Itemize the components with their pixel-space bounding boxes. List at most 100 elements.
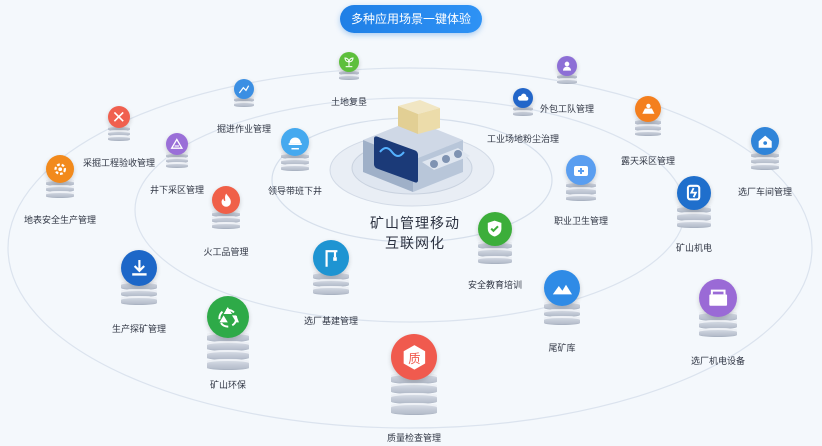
module-label: 领导带班下井: [267, 187, 323, 197]
mountain-icon: [552, 284, 572, 294]
module-label: 生产探矿管理: [111, 325, 167, 335]
stack-layer: [212, 222, 240, 230]
tools-cross-icon: [114, 112, 124, 122]
module-m17[interactable]: 尾矿库: [541, 270, 583, 354]
stack-layer: [513, 110, 533, 116]
module-m18[interactable]: 矿山环保: [204, 296, 252, 391]
module-disc[interactable]: [557, 56, 577, 76]
crane-icon: [325, 249, 337, 267]
svg-text:质: 质: [408, 351, 420, 365]
module-label: 矿山环保: [209, 381, 247, 391]
module-m20[interactable]: 质质量检查管理: [387, 334, 441, 444]
module-m19[interactable]: 选厂机电设备: [691, 279, 745, 367]
module-disc[interactable]: [313, 240, 349, 276]
module-disc[interactable]: [166, 133, 188, 155]
workshop-house-icon: [758, 135, 772, 148]
stack-layer: [699, 328, 737, 338]
module-disc[interactable]: [281, 128, 309, 156]
module-disc[interactable]: [339, 52, 359, 72]
worker-icon: [563, 61, 571, 71]
module-stack: [513, 105, 533, 116]
module-disc[interactable]: [677, 176, 711, 210]
module-label: 地表安全生产管理: [23, 216, 97, 226]
module-label: 质量检查管理: [386, 434, 442, 444]
module-label: 工业场地粉尘治理: [486, 135, 560, 145]
module-m1[interactable]: 土地复垦: [331, 52, 367, 108]
module-label: 选厂基建管理: [303, 317, 359, 327]
download-mine-icon: [131, 259, 147, 276]
module-m14[interactable]: 安全教育培训: [468, 212, 522, 291]
stack-layer: [478, 255, 512, 265]
stack-layer: [391, 403, 437, 415]
center-title: 矿山管理移动 互联网化: [360, 214, 470, 254]
module-stack: [339, 69, 359, 80]
module-label: 采掘工程验收管理: [82, 159, 156, 169]
module-disc[interactable]: [566, 155, 596, 185]
module-label: 掘进作业管理: [216, 125, 272, 135]
module-m9[interactable]: 选厂车间管理: [738, 127, 792, 198]
underground-icon: [170, 138, 184, 150]
stack-layer: [677, 219, 711, 229]
module-disc[interactable]: [46, 155, 74, 183]
stack-layer: [234, 101, 254, 107]
module-disc[interactable]: 质: [391, 334, 437, 380]
module-stack: [234, 96, 254, 107]
one-click-experience-button[interactable]: 多种应用场景一键体验: [340, 5, 482, 33]
module-m7[interactable]: 井下采区管理: [150, 133, 204, 196]
module-label: 选厂机电设备: [690, 357, 746, 367]
leaf-plant-icon: [344, 57, 354, 68]
module-m3[interactable]: 掘进作业管理: [217, 79, 271, 135]
stack-layer: [557, 78, 577, 84]
stack-layer: [339, 74, 359, 80]
leader-helmet-icon: [288, 137, 302, 150]
outer-orbit: [7, 67, 813, 429]
module-disc[interactable]: [121, 250, 157, 286]
module-m5[interactable]: 采掘工程验收管理: [83, 106, 155, 169]
module-m15[interactable]: 选厂基建管理: [304, 240, 358, 327]
stack-layer: [46, 191, 74, 199]
module-label: 外包工队管理: [539, 105, 595, 115]
module-disc[interactable]: [513, 88, 533, 108]
module-disc[interactable]: [234, 79, 254, 99]
module-label: 矿山机电: [675, 244, 713, 254]
module-m8[interactable]: 领导带班下井: [268, 128, 322, 197]
excavation-icon: [238, 85, 250, 94]
module-disc[interactable]: [699, 279, 737, 317]
stack-layer: [313, 286, 349, 296]
gear-safety-icon: [54, 163, 66, 175]
module-m11[interactable]: 职业卫生管理: [554, 155, 608, 227]
center-title-line1: 矿山管理移动: [370, 216, 460, 232]
module-label: 井下采区管理: [149, 186, 205, 196]
module-m10[interactable]: 地表安全生产管理: [24, 155, 96, 226]
shield-check-icon: [488, 221, 502, 237]
module-disc[interactable]: [212, 186, 240, 214]
module-label: 职业卫生管理: [553, 217, 609, 227]
module-disc[interactable]: [751, 127, 779, 155]
explosive-flame-icon: [221, 193, 231, 207]
dust-cloud-icon: [517, 93, 529, 101]
module-m12[interactable]: 矿山机电: [674, 176, 714, 254]
module-label: 安全教育培训: [467, 281, 523, 291]
module-m2[interactable]: 外包工队管理: [540, 56, 594, 115]
module-disc[interactable]: [544, 270, 580, 306]
module-disc[interactable]: [108, 106, 130, 128]
module-m16[interactable]: 生产探矿管理: [112, 250, 166, 335]
open-pit-icon: [641, 103, 655, 114]
module-label: 土地复垦: [330, 98, 368, 108]
module-m13[interactable]: 火工品管理: [203, 186, 249, 258]
module-disc[interactable]: [635, 96, 661, 122]
module-stack: [557, 73, 577, 84]
module-disc[interactable]: [207, 296, 249, 338]
stack-layer: [281, 164, 309, 172]
stack-layer: [635, 129, 661, 137]
module-label: 尾矿库: [548, 344, 576, 354]
electromechanical-icon: [687, 185, 701, 201]
module-m6[interactable]: 露天采区管理: [621, 96, 675, 167]
stack-layer: [751, 163, 779, 171]
server-machine-illustration: [363, 100, 470, 192]
module-disc[interactable]: [478, 212, 512, 246]
stack-layer: [121, 296, 157, 306]
module-m4[interactable]: 工业场地粉尘治理: [487, 88, 559, 145]
stack-layer: [207, 359, 249, 370]
